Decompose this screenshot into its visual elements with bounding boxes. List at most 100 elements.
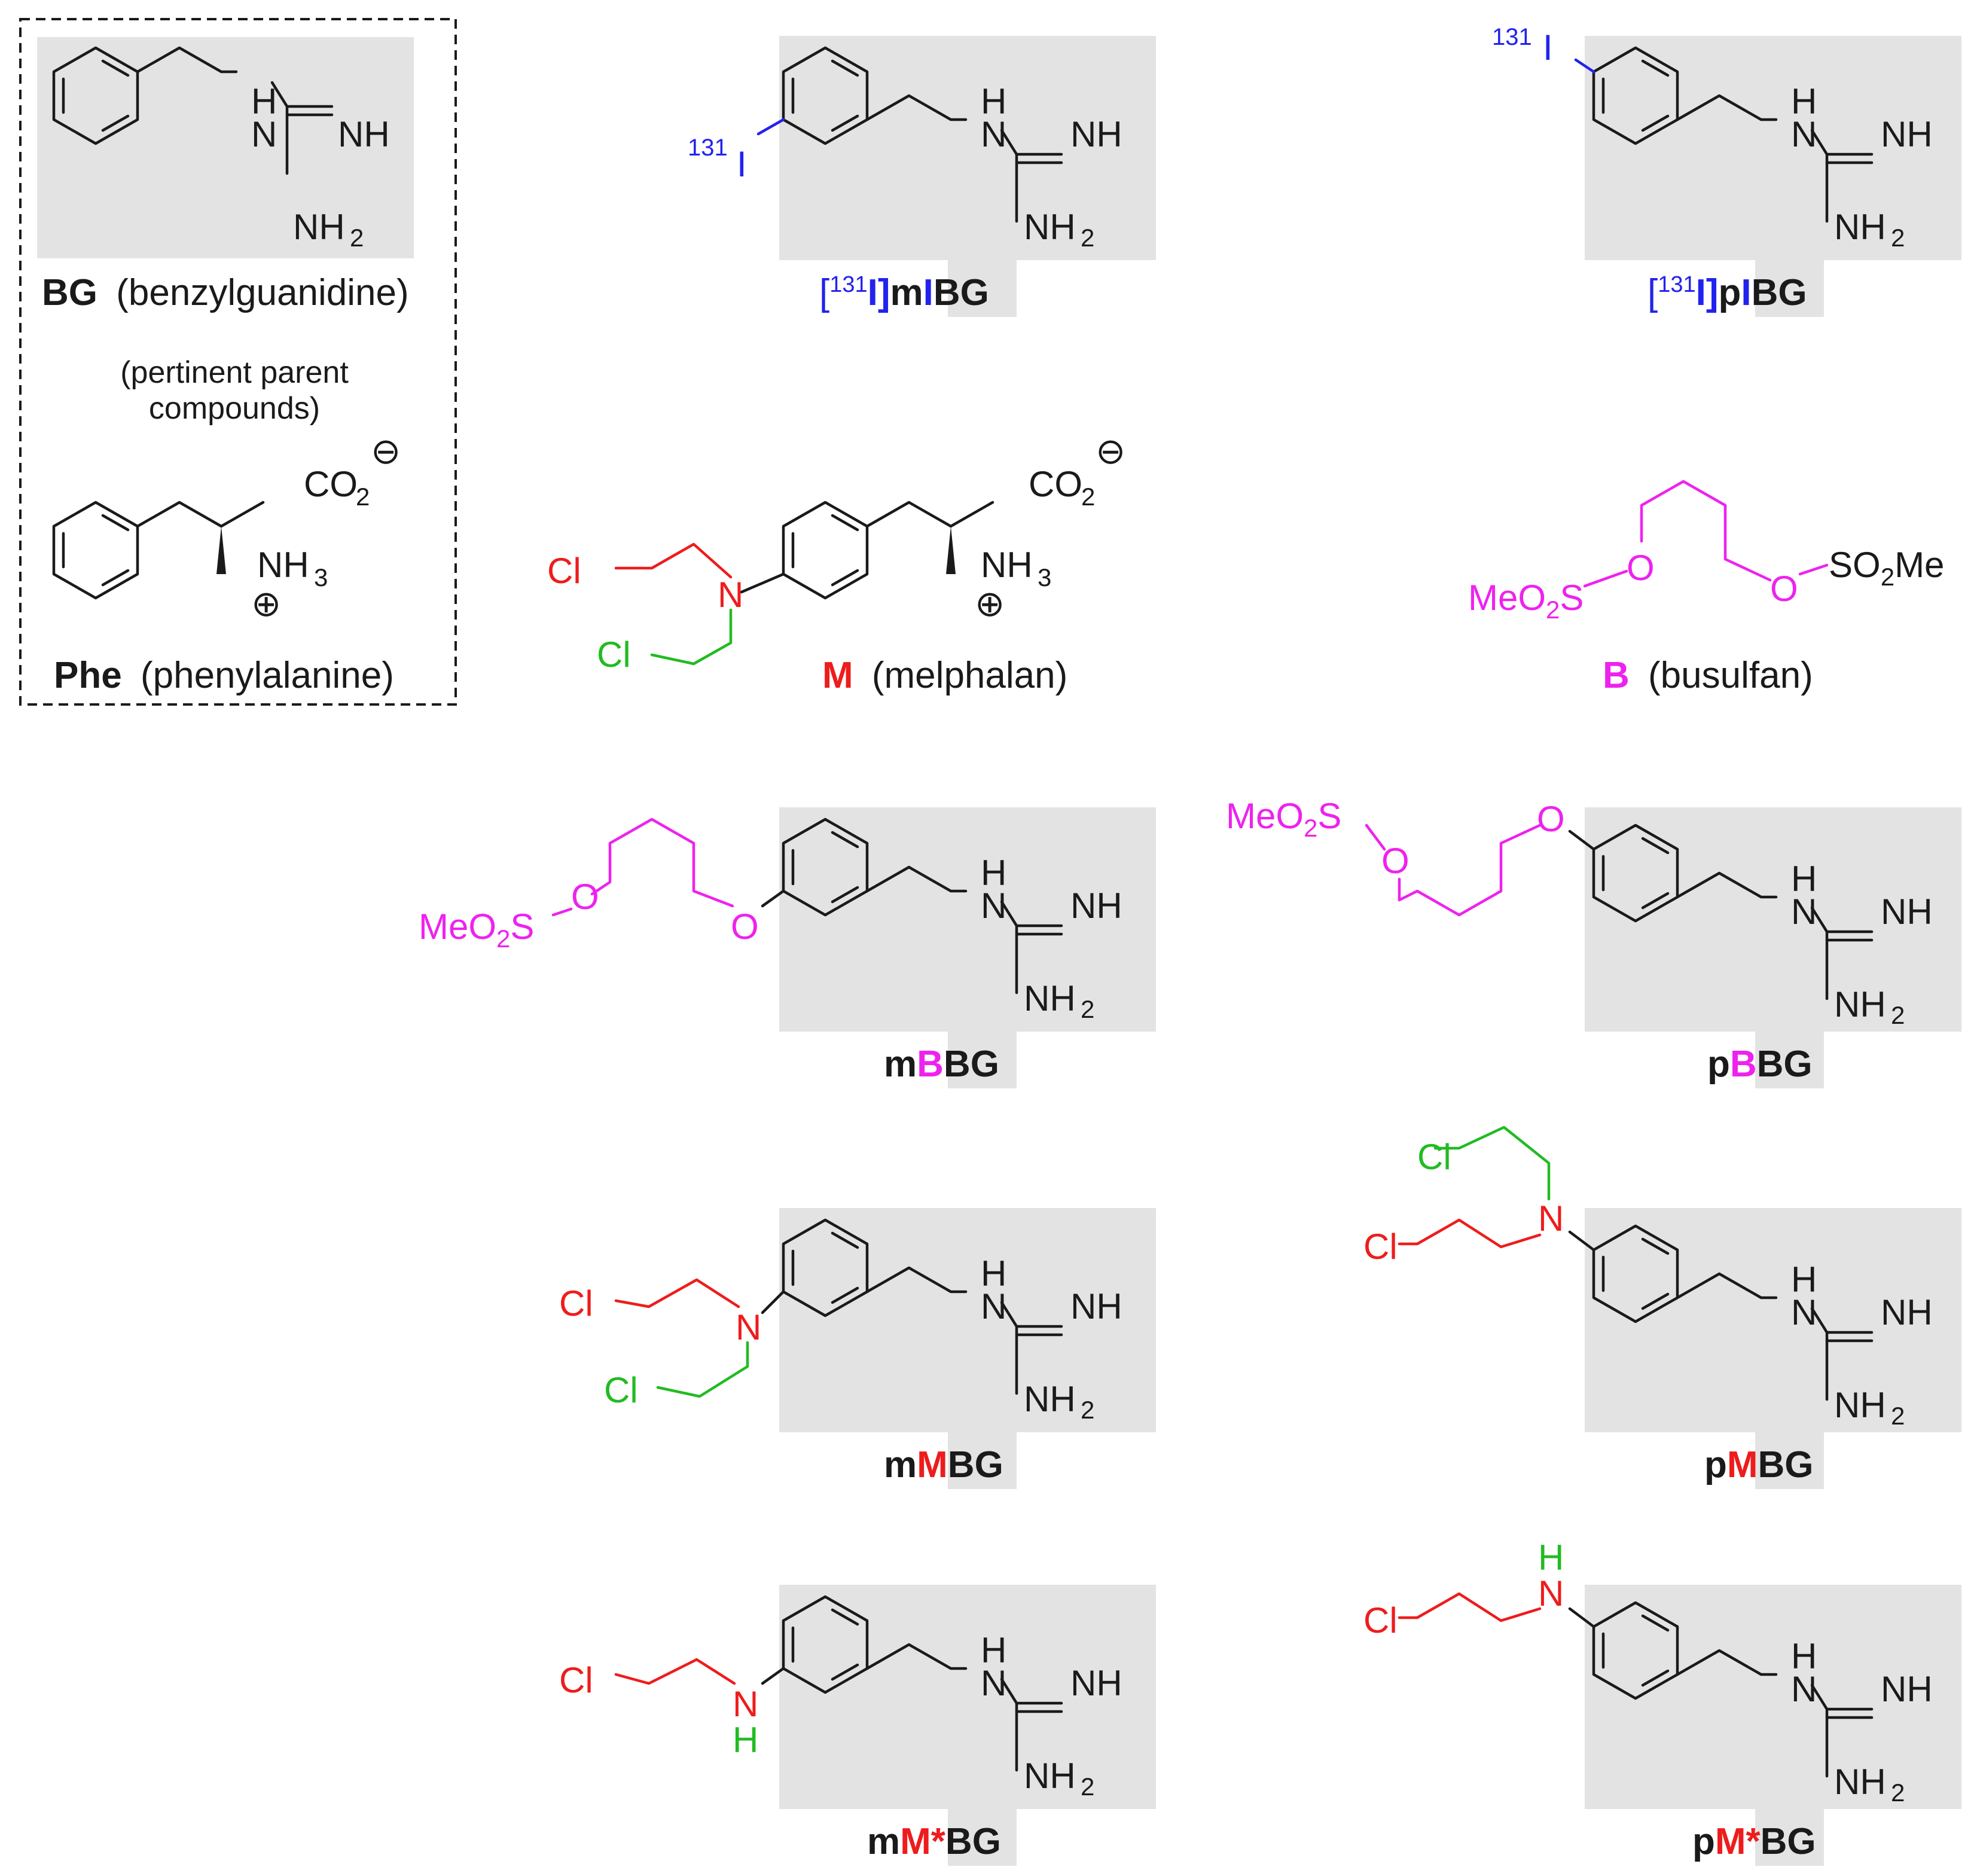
bg-caption: BG (benzylguanidine) [42,272,409,313]
mmbg-highlight [779,1208,1156,1432]
pbbg-o2: O [1381,841,1410,881]
mbbg-meo2s: MeO2S [419,907,534,953]
pmbg-n-h: H [1791,1259,1817,1300]
melphalan-nh3-sub: 3 [1038,563,1051,591]
pmstarbg-highlight [1585,1585,1961,1809]
phe-caption: Phe (phenylalanine) [54,655,394,696]
mibg-caption: [131I]mIBG [819,272,989,313]
pmstarbg-nh: NH [1881,1669,1933,1709]
pibg-nh2: NH [1834,207,1886,247]
structure-pibg: 131 I H N NH NH 2 [1492,24,1961,317]
busulfan-so2me: SO2Me [1829,545,1944,591]
mmstarbg-nh2-sub: 2 [1081,1773,1094,1801]
pbbg-nh2: NH [1834,984,1886,1024]
pmbg-caption-highlight [1755,1432,1824,1489]
mbbg-n: N [981,886,1006,926]
mmstarbg-n: N [733,1684,758,1724]
bg-n: N [251,114,277,154]
mibg-highlight [779,36,1156,260]
pmstarbg-caption-highlight [1755,1809,1824,1866]
pmstarbg-n: N [1538,1573,1564,1613]
structure-pmbg: Cl N Cl H N NH NH 2 [1363,1125,1961,1489]
pibg-iso: 131 [1492,24,1532,50]
mbbg-nh2-sub: 2 [1081,995,1094,1023]
melphalan-caption: M (melphalan) [822,655,1067,696]
mibg-nh2: NH [1024,207,1076,247]
mbbg-nh: NH [1070,886,1122,926]
pmbg-n: N [1538,1198,1564,1239]
pmbg-nh: NH [1881,1292,1933,1332]
mbbg-o2: O [571,877,599,917]
mmstarbg-highlight [779,1585,1156,1809]
pmstarbg-n2: N [1791,1669,1817,1709]
mmbg-caption-highlight [948,1432,1017,1489]
mmbg-n-h: H [981,1253,1006,1294]
mbbg-caption-highlight [948,1032,1017,1088]
structure-mmbg: Cl N Cl H N NH NH 2 [559,1208,1156,1489]
structure-melphalan: Cl N Cl CO 2 ⊖ NH 3 ⊕ [547,431,1125,675]
pmstarbg-nh2-sub: 2 [1891,1779,1905,1807]
bg-highlight [37,37,414,258]
bg-nh: NH [338,114,390,154]
mmstarbg-caption: mM*BG [867,1821,1001,1862]
structure-mmstarbg: Cl N H H N NH NH 2 [559,1585,1156,1866]
phe-nh3-sub: 3 [314,563,328,591]
pmbg-n2: N [1791,1292,1817,1332]
phe-nh3: NH [257,545,309,585]
mmbg-cl-red: Cl [559,1283,593,1323]
pibg-n: N [1791,114,1817,154]
pmbg-highlight [1585,1208,1961,1432]
pmstarbg-caption: pM*BG [1692,1821,1816,1862]
pbbg-caption: pBBG [1707,1044,1813,1085]
mbbg-o1: O [731,907,759,947]
phe-co2: CO [304,464,358,504]
pbbg-n-h: H [1791,859,1817,899]
structure-bg: H N NH NH 2 [37,37,414,258]
mibg-nh2-sub: 2 [1081,224,1094,252]
pbbg-o1: O [1537,799,1565,839]
mmstarbg-caption-highlight [948,1809,1017,1866]
mmstarbg-nh2: NH [1024,1756,1076,1796]
pibg-caption: [131I]pIBG [1648,272,1807,313]
pibg-caption-highlight [1755,260,1824,317]
mmbg-nh2-sub: 2 [1081,1396,1094,1424]
mmbg-nh: NH [1070,1286,1122,1326]
pbbg-nh: NH [1881,892,1933,932]
pmstarbg-cl: Cl [1363,1600,1398,1640]
mibg-iso: 131 [688,135,728,161]
mbbg-nh2: NH [1024,978,1076,1018]
mmbg-cl-green: Cl [604,1370,638,1410]
busulfan-meo2s: MeO2S [1468,578,1584,624]
pmbg-nh2: NH [1834,1385,1886,1425]
mmbg-n2: N [981,1286,1006,1326]
mibg-n-h: H [981,81,1006,121]
melphalan-plus: ⊕ [975,584,1005,624]
pmbg-nh2-sub: 2 [1891,1402,1905,1430]
pmstarbg-nh-h: H [1538,1538,1564,1578]
phe-minus: ⊖ [371,431,401,471]
busulfan-o1: O [1627,548,1655,588]
pibg-i: I [1543,28,1553,68]
pibg-nh: NH [1881,114,1933,154]
pbbg-caption-highlight [1755,1032,1824,1088]
mmstarbg-n2: N [981,1663,1006,1703]
pmstarbg-n-h: H [1791,1636,1817,1676]
pbbg-n: N [1791,892,1817,932]
mmbg-n: N [736,1307,761,1347]
busulfan-caption: B (busulfan) [1603,655,1813,696]
parent-note-2: compounds) [149,391,320,426]
melphalan-cl-red: Cl [547,551,581,591]
structure-mibg: 131 I H N NH NH 2 [688,36,1156,317]
melphalan-nh3: NH [981,545,1033,585]
bg-n-h: H [251,81,277,121]
structure-phe: CO 2 ⊖ NH 3 ⊕ [52,431,401,624]
pbbg-highlight [1585,807,1961,1032]
pmbg-cl-red: Cl [1363,1227,1398,1267]
mbbg-n-h: H [981,853,1006,893]
mmstarbg-n-h: H [981,1630,1006,1670]
structure-busulfan: MeO2S O O SO2Me [1468,480,1944,624]
melphalan-cl-green: Cl [597,635,631,675]
pibg-n-h: H [1791,81,1817,121]
phe-co2-sub: 2 [356,483,370,511]
